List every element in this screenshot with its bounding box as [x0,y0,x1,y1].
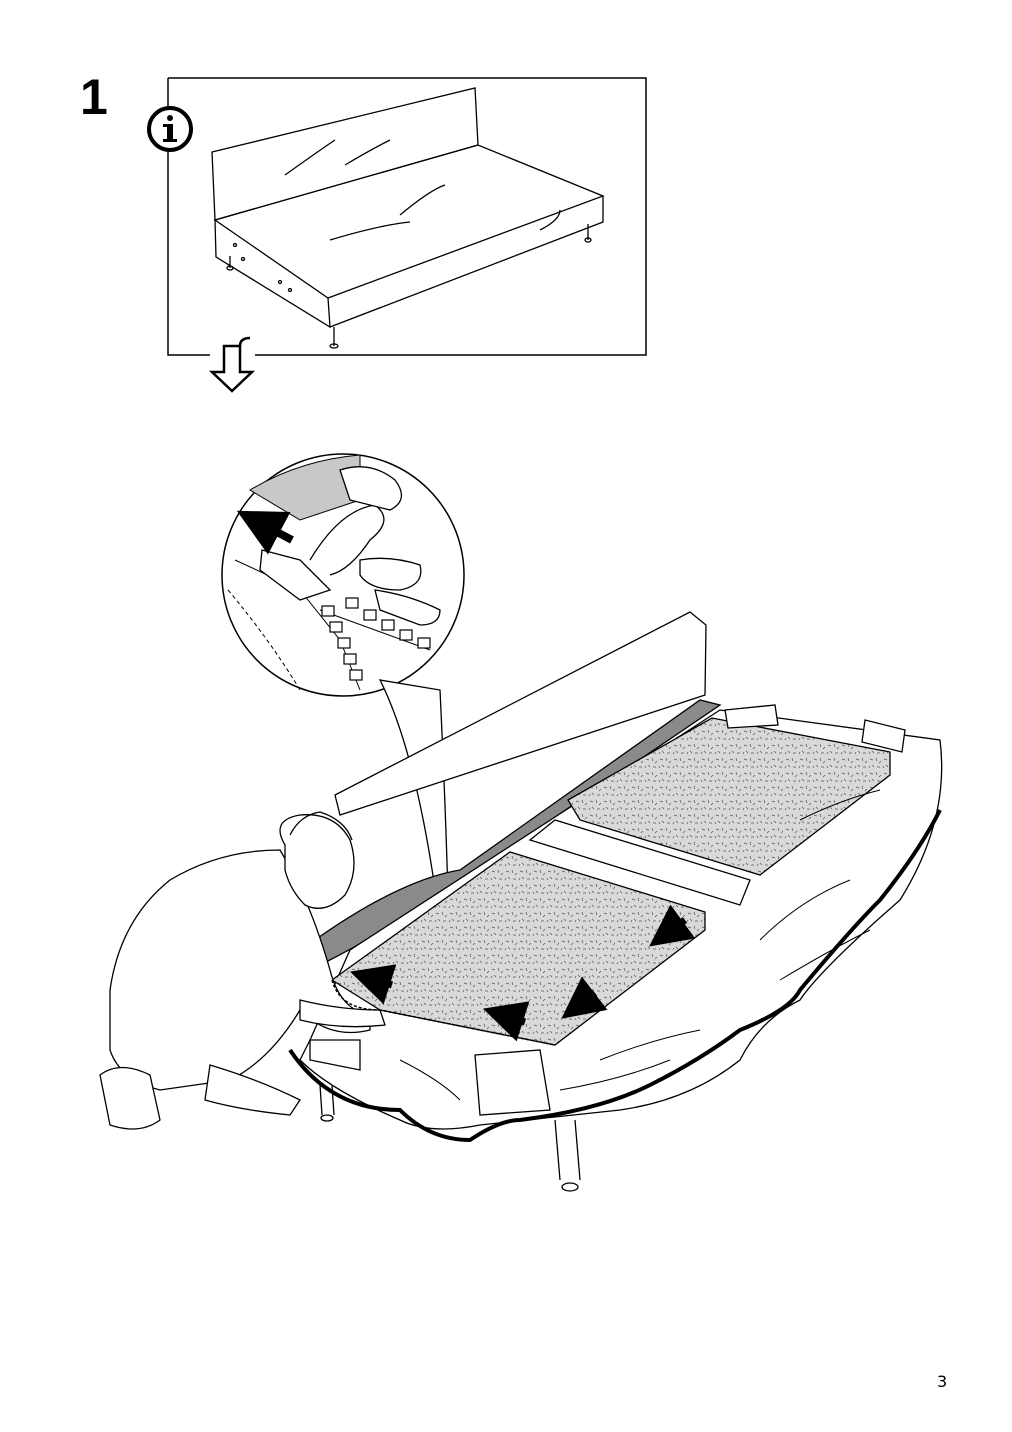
info-icon [147,106,193,152]
person-illustration [99,811,386,1130]
info-panel [167,77,647,356]
arrow-icon [236,510,294,555]
step-number: 1 [80,69,108,125]
down-arrow-icon [208,336,256,393]
zipper-detail-circle [221,453,465,697]
arrow-icon [349,904,696,1042]
sofa-large-illustration [288,611,943,1192]
sofa-small-illustration [211,87,605,349]
page-number: 3 [937,1372,948,1391]
